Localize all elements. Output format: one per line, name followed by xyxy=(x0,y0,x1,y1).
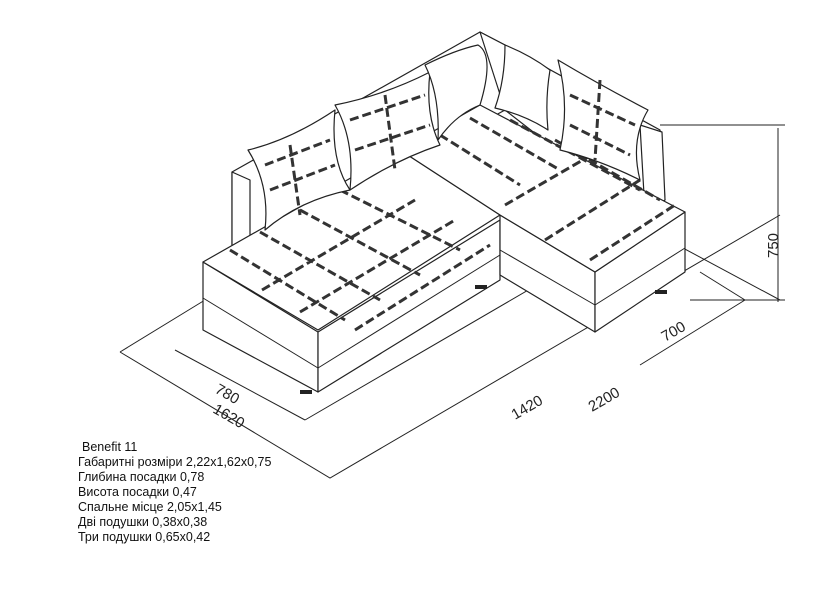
spec-line: Висота посадки 0,47 xyxy=(78,485,197,499)
spec-line: Спальне місце 2,05x1,45 xyxy=(78,500,222,514)
dim-inner-length: 1420 xyxy=(509,392,546,423)
spec-line: Габаритні розміри 2,22x1,62x0,75 xyxy=(78,455,272,469)
dim-depth: 1620 xyxy=(210,401,247,432)
pillows xyxy=(247,44,649,231)
dim-chaise-width: 700 xyxy=(659,318,689,345)
feet xyxy=(300,285,667,394)
spec-line: Дві подушки 0,38x0,38 xyxy=(78,515,208,529)
chaise-module xyxy=(399,104,686,333)
spec-line: Три подушки 0,65x0,42 xyxy=(78,530,211,544)
spec-block: Benefit 11 Габаритні розміри 2,22x1,62x0… xyxy=(78,440,271,545)
left-seat-module xyxy=(202,149,501,393)
dim-height: 750 xyxy=(765,233,782,258)
dim-length: 2200 xyxy=(586,384,623,415)
model-name: Benefit 11 xyxy=(82,440,138,454)
spec-line: Глибина посадки 0,78 xyxy=(78,470,205,484)
